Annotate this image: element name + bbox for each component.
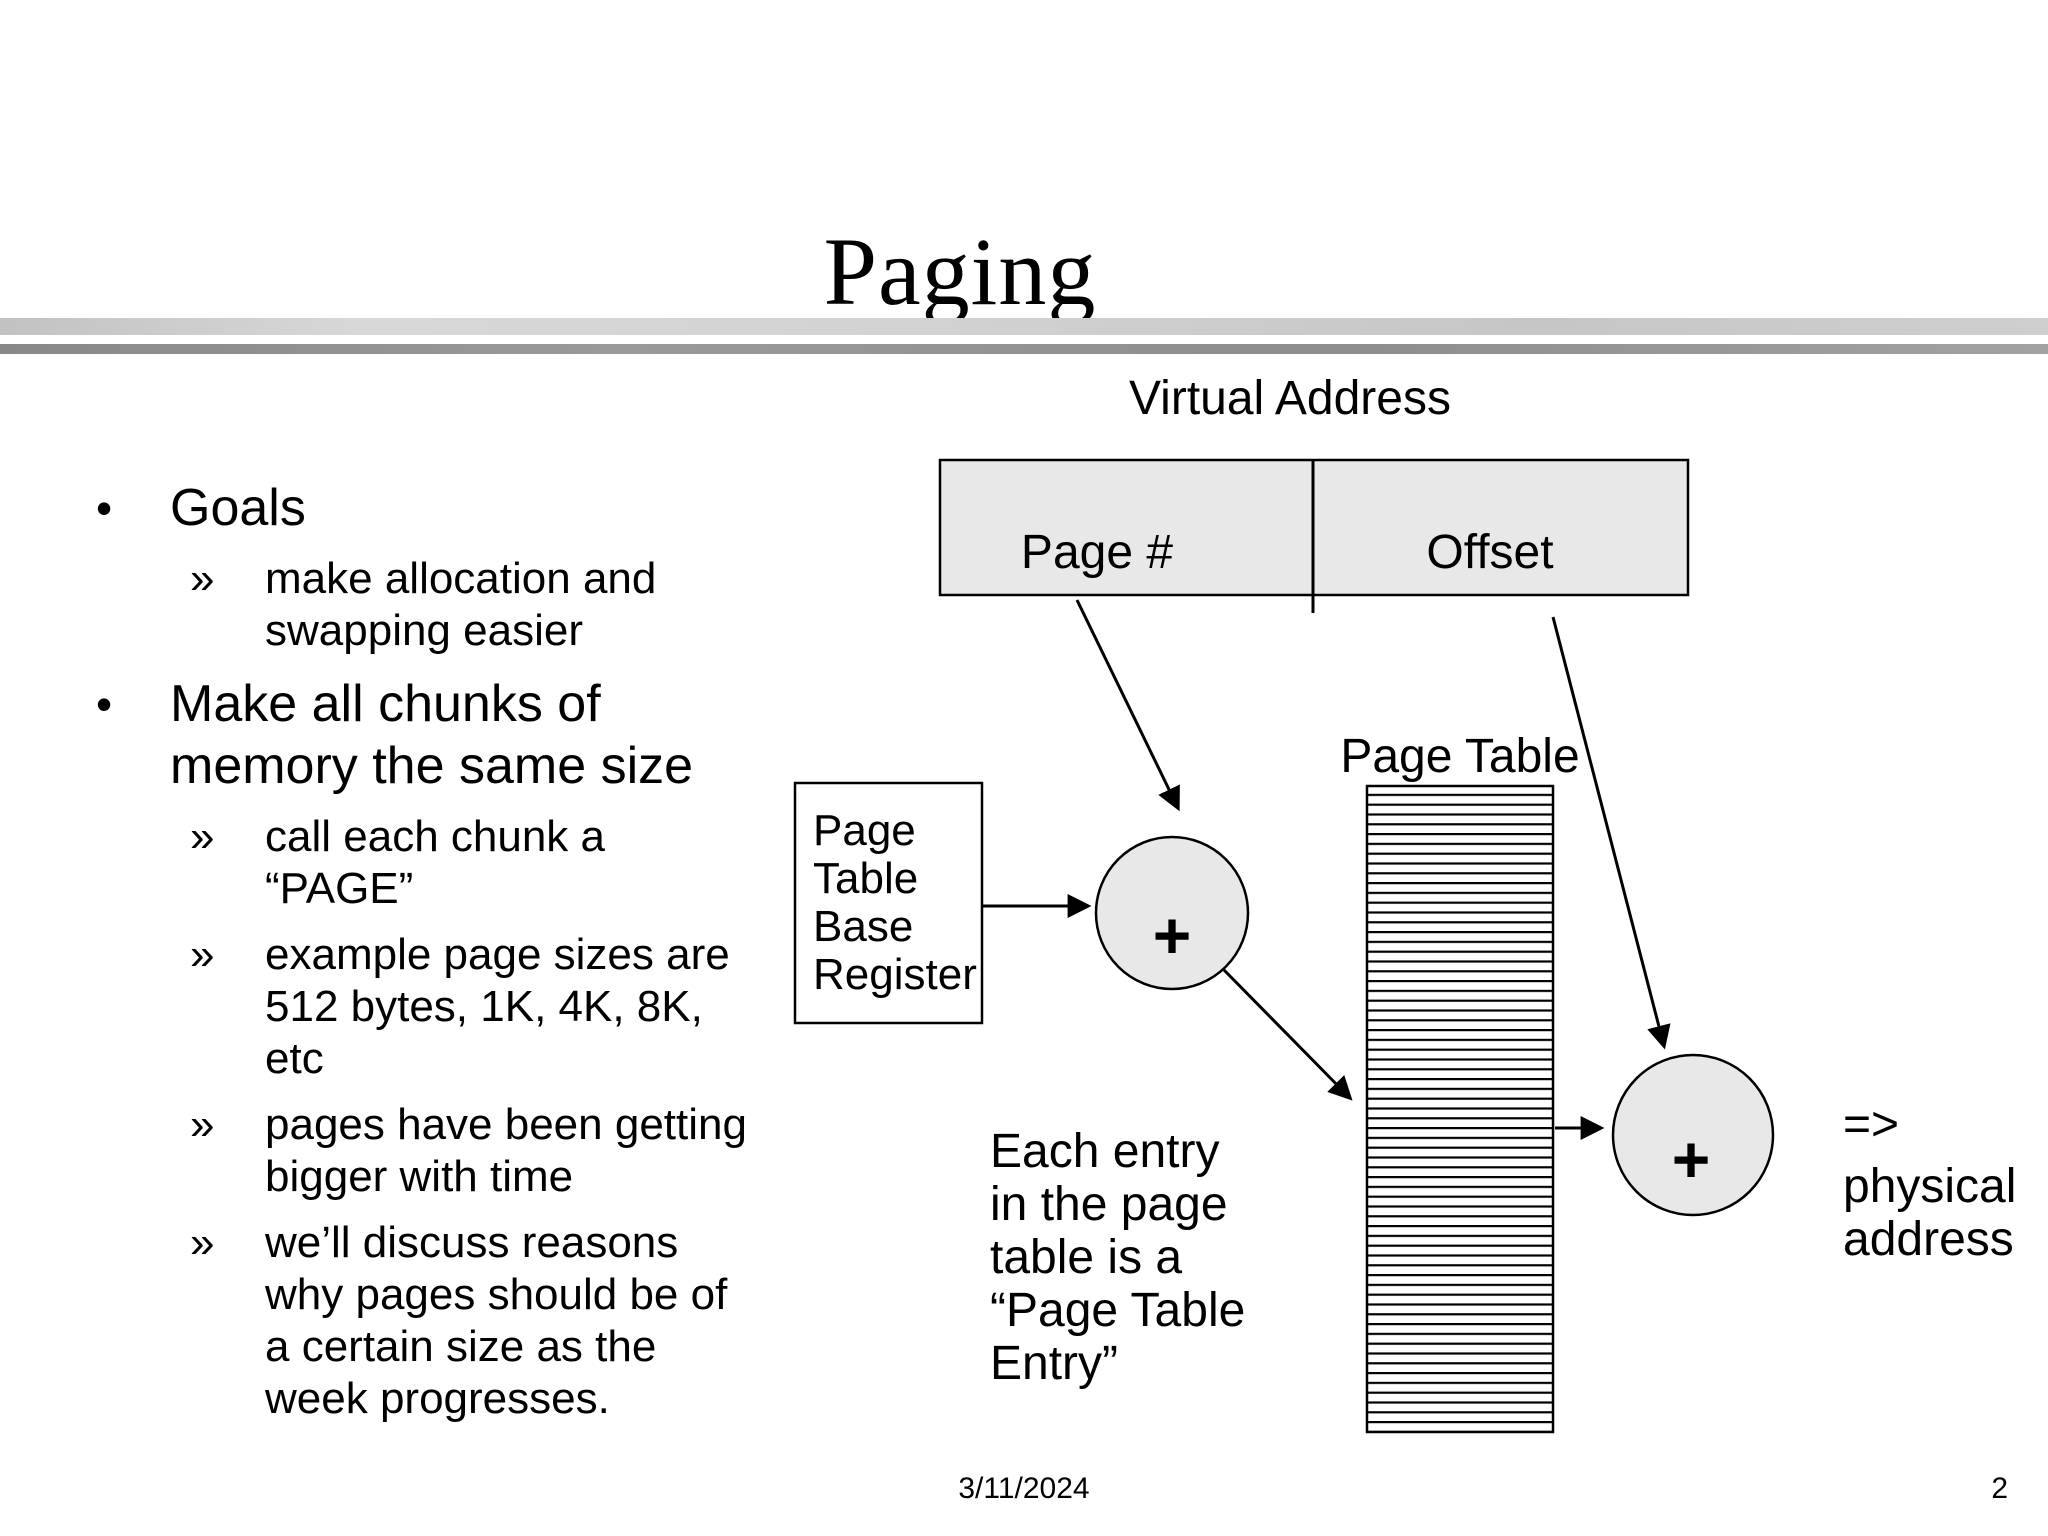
bullet-line: call each chunk a xyxy=(265,812,605,861)
bullet-chevron-marker: » xyxy=(190,812,215,861)
page-number-cell-label: Page # xyxy=(1021,526,1173,579)
footer-date: 3/11/2024 xyxy=(958,1472,1090,1505)
ptbr-label-line: Register xyxy=(813,950,977,999)
virtual-address-label: Virtual Address xyxy=(1129,372,1451,425)
bullet-chevron-marker: » xyxy=(190,1218,215,1267)
bullet-chevron-marker: » xyxy=(190,1100,215,1149)
slide-title: Paging xyxy=(823,218,1097,326)
ptbr-label-line: Page xyxy=(813,806,916,855)
adder1-plus-sign: + xyxy=(1153,898,1192,972)
bullet-line: “PAGE” xyxy=(265,864,414,913)
bullet-line: memory the same size xyxy=(170,737,694,795)
bullet-list: • Goals » make allocation and swapping e… xyxy=(0,461,790,1425)
bullet-chevron-marker: » xyxy=(190,930,215,979)
bullet-item-goals: • Goals xyxy=(0,477,790,539)
bullet-item-page-term: » call each chunk a “PAGE” xyxy=(0,811,790,915)
bullet-line: 512 bytes, 1K, 4K, 8K, xyxy=(265,982,703,1031)
page-table-label: Page Table xyxy=(1340,730,1579,783)
bullet-line: Goals xyxy=(170,479,306,537)
bullet-line: swapping easier xyxy=(265,606,583,655)
pte-note-line: Entry” xyxy=(990,1337,1118,1390)
ptbr-label-line: Base xyxy=(813,902,913,951)
bullet-line: why pages should be of xyxy=(265,1270,728,1319)
offset-cell-label: Offset xyxy=(1426,526,1553,579)
bullet-item-chunks: • Make all chunks of memory the same siz… xyxy=(0,673,790,797)
pte-note-line: Each entry xyxy=(990,1125,1219,1178)
adder2-plus-sign: + xyxy=(1672,1122,1711,1196)
adder1-circle xyxy=(1094,835,1250,991)
physical-address-line: physical xyxy=(1843,1160,2016,1213)
arrow-offset-to-adder2 xyxy=(1551,616,1671,1050)
physical-address-line: address xyxy=(1843,1213,2014,1266)
bullet-item-bigger: » pages have been getting bigger with ti… xyxy=(0,1099,790,1203)
divider-bar-bottom xyxy=(0,344,2048,354)
adder2-circle xyxy=(1611,1053,1775,1217)
footer-page-number: 2 xyxy=(1991,1472,2008,1505)
ptbr-label-line: Table xyxy=(813,854,918,903)
pte-note-line: table is a xyxy=(990,1231,1182,1284)
bullet-line: Make all chunks of xyxy=(170,675,601,733)
bullet-chevron-marker: » xyxy=(190,554,215,603)
bullet-item-page-sizes: » example page sizes are 512 bytes, 1K, … xyxy=(0,929,790,1085)
pte-note-line: “Page Table xyxy=(990,1284,1245,1337)
bullet-line: etc xyxy=(265,1034,324,1083)
bullet-item-allocation: » make allocation and swapping easier xyxy=(0,553,790,657)
page-table-box xyxy=(1365,784,1555,1434)
bullet-line: example page sizes are xyxy=(265,930,730,979)
divider-bar-top xyxy=(0,318,2048,335)
bullet-line: make allocation and xyxy=(265,554,657,603)
bullet-item-discussion: » we’ll discuss reasons why pages should… xyxy=(0,1217,790,1425)
physical-address-line: => xyxy=(1843,1098,1899,1151)
pte-note-line: in the page xyxy=(990,1178,1228,1231)
bullet-line: we’ll discuss reasons xyxy=(265,1218,679,1267)
bullet-line: bigger with time xyxy=(265,1152,574,1201)
arrow-adder1-to-pagetable xyxy=(1222,968,1353,1101)
ptbr-box xyxy=(793,781,984,1025)
bullet-dot-marker: • xyxy=(96,678,113,730)
bullet-dot-marker: • xyxy=(96,482,113,534)
bullet-line: pages have been getting xyxy=(265,1100,747,1149)
bullet-line: week progresses. xyxy=(265,1374,610,1423)
bullet-line: a certain size as the xyxy=(265,1322,657,1371)
arrow-pagenum-to-adder1 xyxy=(1075,599,1180,812)
